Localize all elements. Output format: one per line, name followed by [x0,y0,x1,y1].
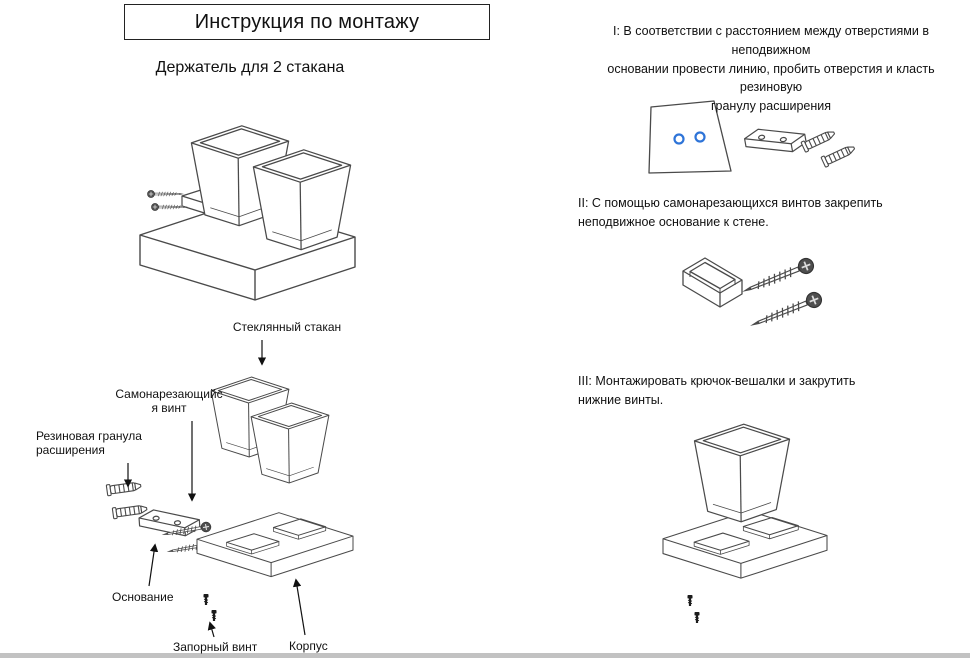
drill-hole-marker [673,133,685,145]
arrow-to-body [292,578,306,636]
window-bottom-edge [0,653,970,658]
label-glass-cup: Стеклянный стакан [232,320,342,334]
step3-drawing [662,423,828,625]
label-body: Корпус [289,639,328,653]
lock-screw-drawing [686,593,694,608]
label-base: Основание [112,590,174,604]
tapping-screw-drawing [746,289,825,334]
base-bar-drawing [742,120,808,161]
lock-screw-drawing [693,610,701,625]
glass-cup-drawing [252,149,352,251]
rubber-plug-drawing [820,142,857,168]
base-bar-drawing [137,506,201,540]
step-2-text: II: С помощью самонарезающихся винтов за… [578,196,883,229]
label-lock-screw: Запорный винт [173,640,258,654]
page-title: Инструкция по монтажу [124,4,490,40]
step-1-text: I: В соответствии с расстоянием между от… [607,24,935,113]
mounting-screw-drawing [147,190,185,198]
base-frame-drawing [682,257,743,308]
arrow-to-lock-screws [207,621,216,638]
tapping-screw-drawing [738,255,817,300]
glass-cup-drawing [250,402,330,484]
glass-cup-drawing [693,423,791,523]
body-tray-drawing [196,512,354,578]
body-tray-drawing [662,510,828,579]
glass-cup-drawing [190,125,290,227]
label-rubber-plug: Резиновая гранула расширения [36,429,142,458]
rubber-plug-drawing [111,502,149,520]
product-subtitle: Держатель для 2 стакана [155,59,345,76]
drill-hole-marker [694,131,706,143]
lock-screw-drawing [202,592,210,607]
rubber-plug-drawing [105,479,143,497]
rubber-plug-drawing [800,127,837,153]
step-3-text: III: Монтажировать крючок-вешалки и закр… [578,374,856,407]
lock-screw-drawing [210,608,218,623]
mounting-screw-drawing [151,203,189,211]
label-tapping-screw: Самонарезающийс я винт [115,387,223,416]
step2-drawing [682,255,825,334]
arrow-to-base [148,543,159,587]
assembled-product-drawing [139,125,356,301]
tapping-screw-drawing [165,537,218,558]
tapping-screw-drawing [160,520,213,541]
